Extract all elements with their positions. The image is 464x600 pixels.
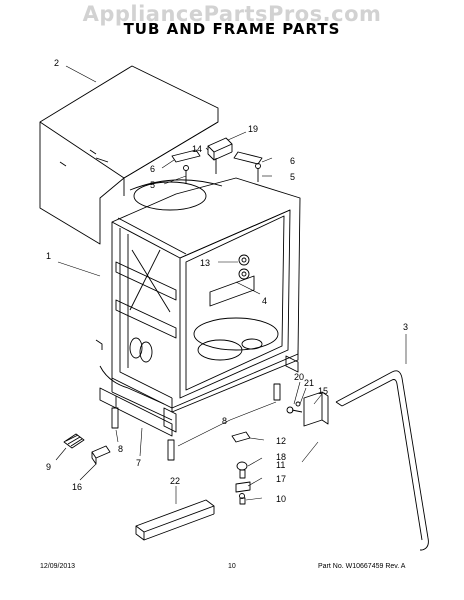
callout-13: 13 (200, 258, 210, 268)
page-title: TUB AND FRAME PARTS (123, 20, 341, 38)
callout-17: 17 (276, 474, 286, 484)
callout-18: 18 (276, 452, 286, 462)
spring (63, 433, 85, 449)
callout-14: 14 (192, 144, 202, 154)
callout-7: 7 (136, 458, 141, 468)
cover-plate (135, 499, 215, 541)
callout-2: 2 (54, 58, 59, 68)
callout-1: 1 (46, 251, 51, 261)
callout-6-right: 6 (290, 156, 295, 166)
callout-21: 21 (304, 378, 314, 388)
leveling-legs (111, 383, 281, 461)
top-bracket (207, 137, 233, 161)
insulation-blanket (39, 65, 219, 245)
callout-8-left: 8 (118, 444, 123, 454)
small-hardware (231, 431, 251, 505)
cap (91, 445, 111, 465)
footer-part-number: Part No. W10667459 Rev. A (318, 563, 406, 570)
callout-8-center: 8 (222, 416, 227, 426)
footer-date: 12/09/2013 (40, 563, 76, 570)
callout-11: 11 (276, 460, 285, 470)
callout-16: 16 (72, 482, 82, 492)
latch-bracket (286, 391, 329, 427)
footer-page-number: 10 (228, 563, 236, 570)
callout-20: 20 (294, 372, 304, 382)
leader-lines (55, 65, 407, 504)
callout-5-right: 5 (290, 172, 295, 182)
callout-labels: 1 2 3 4 5 5 6 6 7 8 8 9 10 11 12 13 14 1… (46, 58, 408, 504)
door-gasket (335, 370, 429, 551)
callout-12: 12 (276, 436, 286, 446)
tub-frame (95, 177, 301, 433)
callout-15: 15 (318, 386, 328, 396)
callout-4: 4 (262, 296, 267, 306)
callout-6-left: 6 (150, 164, 155, 174)
callout-9: 9 (46, 462, 51, 472)
callout-22: 22 (170, 476, 180, 486)
watermark: AppliancePartsPros.com (82, 2, 382, 26)
callout-3: 3 (403, 322, 408, 332)
callout-5-left: 5 (150, 180, 155, 190)
callout-19: 19 (248, 124, 258, 134)
callout-10: 10 (276, 494, 286, 504)
mount-brackets (171, 149, 263, 184)
